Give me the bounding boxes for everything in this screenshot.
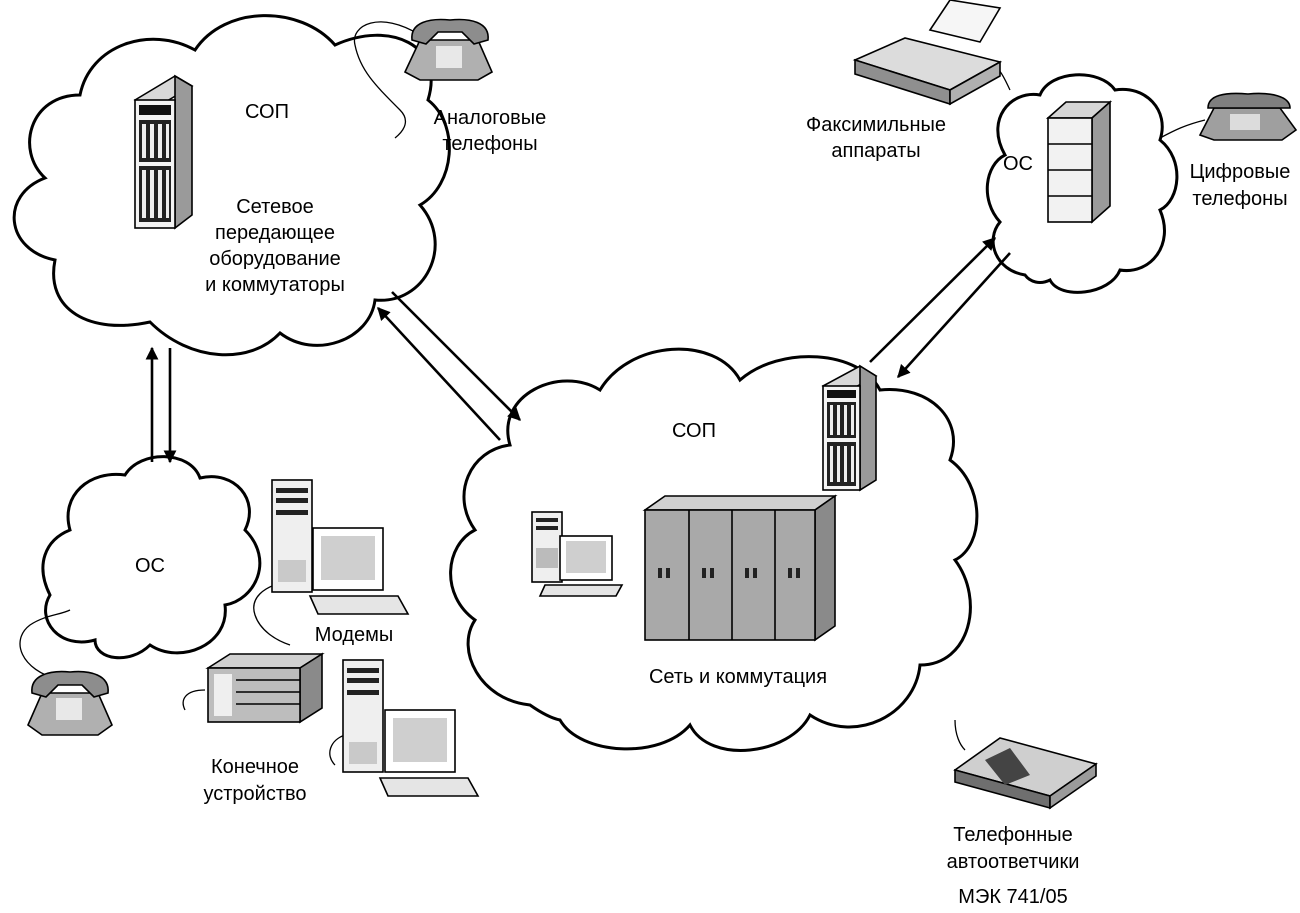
answering-label-1: Телефонные [953,824,1073,846]
modems-label: Модемы [315,624,394,646]
cord-analog-phone [353,21,421,139]
terminal-device-icon [205,652,325,724]
cloud-center-caption: Сеть и коммутация [649,666,827,688]
cloud-top-left-description-2: передающее [215,222,335,244]
analog-phones-label-2: телефоны [442,133,537,155]
cloud-left [41,455,262,660]
computer-icon [531,511,624,597]
digital-phones-label-2: телефоны [1192,188,1287,210]
cord-left-phone [19,609,71,681]
terminal-label-2: устройство [203,783,306,805]
cloud-left-label: ОС [135,555,165,577]
answering-machine-icon [953,737,1098,810]
cord-terminal [182,689,206,711]
computer-icon [342,659,480,797]
computer-icon [271,479,410,615]
cloud-top-left-label: СОП [245,101,289,123]
link-center-to-right [869,237,1011,378]
digital-phones-label-1: Цифровые [1190,161,1291,183]
cloud-top-left-description-3: оборудование [209,248,341,270]
switch-cabinets-icon [642,494,838,642]
rack-equipment-icon [821,364,878,492]
link-top-left-to-center [377,291,521,441]
cord-answering [954,719,966,751]
fax-machine-icon [852,0,1003,106]
fax-label-2: аппараты [831,140,920,162]
link-top-left-to-left [145,346,177,464]
digital-phone-icon [1198,92,1298,141]
cord-modem-2 [329,734,346,766]
cloud-top-left-description-1: Сетевое [236,196,314,218]
answering-label-2: автоответчики [947,851,1080,873]
cloud-top-left [12,14,451,357]
fax-label-1: Факсимильные [806,114,946,136]
rack-equipment-icon [133,74,194,230]
figure-id: МЭК 741/05 [958,886,1067,908]
analog-phones-label-1: Аналоговые [434,107,547,129]
cloud-center-label: СОП [672,420,716,442]
analog-phone-icon [403,18,494,81]
cord-digital-phone [1159,119,1206,139]
terminal-label-1: Конечное [211,756,299,778]
analog-phone-icon [27,670,113,736]
cloud-right-label: ОС [1003,153,1033,175]
cloud-top-left-description-4: и коммутаторы [205,274,345,296]
file-cabinet-icon [1045,100,1113,224]
